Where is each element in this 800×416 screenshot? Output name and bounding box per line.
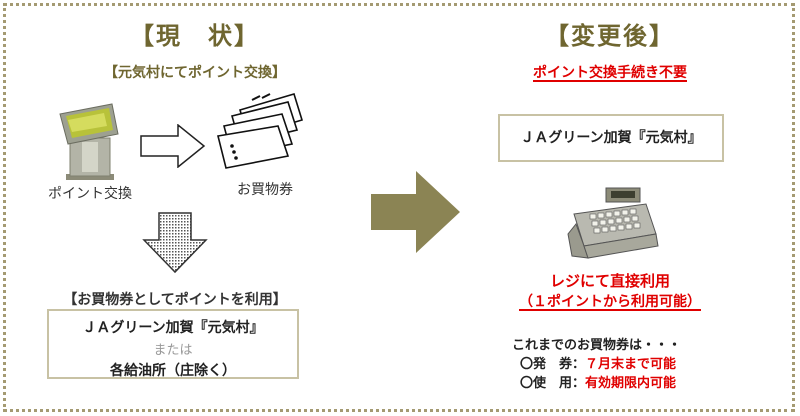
register-usage: レジにて直接利用 [549, 272, 670, 290]
note-row-issue-label: 〇発 券： [520, 357, 586, 372]
use-location-or: または [153, 343, 193, 358]
dotted-frame [3, 3, 795, 412]
note-row-use-value: 有効期限内可能 [585, 376, 677, 391]
after-subtitle: ポイント交換手続き不要 [533, 65, 687, 81]
use-location-gas-stations: 各給油所（庄除く） [110, 363, 236, 379]
note-row-issue-value: ７月末まで可能 [585, 357, 677, 372]
note-row-issue: 〇発 券：７月末まで可能 [520, 353, 740, 372]
use-locations-box: ＪＡグリーン加賀『元気村』 または 各給油所（庄除く） [47, 309, 299, 379]
kiosk-label: ポイント交換 [48, 186, 132, 202]
register-usage-note: （１ポイントから利用可能） [519, 294, 701, 310]
cash-register-icon [567, 187, 659, 259]
kiosk-icon [59, 103, 119, 180]
current-subtitle: 【元気村にてポイント交換】 [104, 65, 286, 81]
voucher-label: お買物券 [237, 182, 293, 198]
store-name-box: ＪＡグリーン加賀『元気村』 [498, 114, 724, 162]
note-row-use-label: 〇使 用： [520, 376, 586, 391]
use-location-genkimura: ＪＡグリーン加賀『元気村』 [82, 320, 264, 336]
use-heading: 【お買物券としてポイントを利用】 [63, 292, 287, 308]
note-heading: これまでのお買物券は・・・ [512, 338, 682, 353]
transition-arrow-icon [371, 171, 460, 253]
note-row-use: 〇使 用：有効期限内可能 [520, 372, 740, 391]
after-title: 【変更後】 [545, 22, 675, 50]
current-title: 【現 状】 [130, 22, 260, 50]
down-arrow-icon [142, 212, 208, 274]
voucher-tickets-icon [217, 93, 304, 169]
right-arrow-icon [140, 124, 206, 168]
